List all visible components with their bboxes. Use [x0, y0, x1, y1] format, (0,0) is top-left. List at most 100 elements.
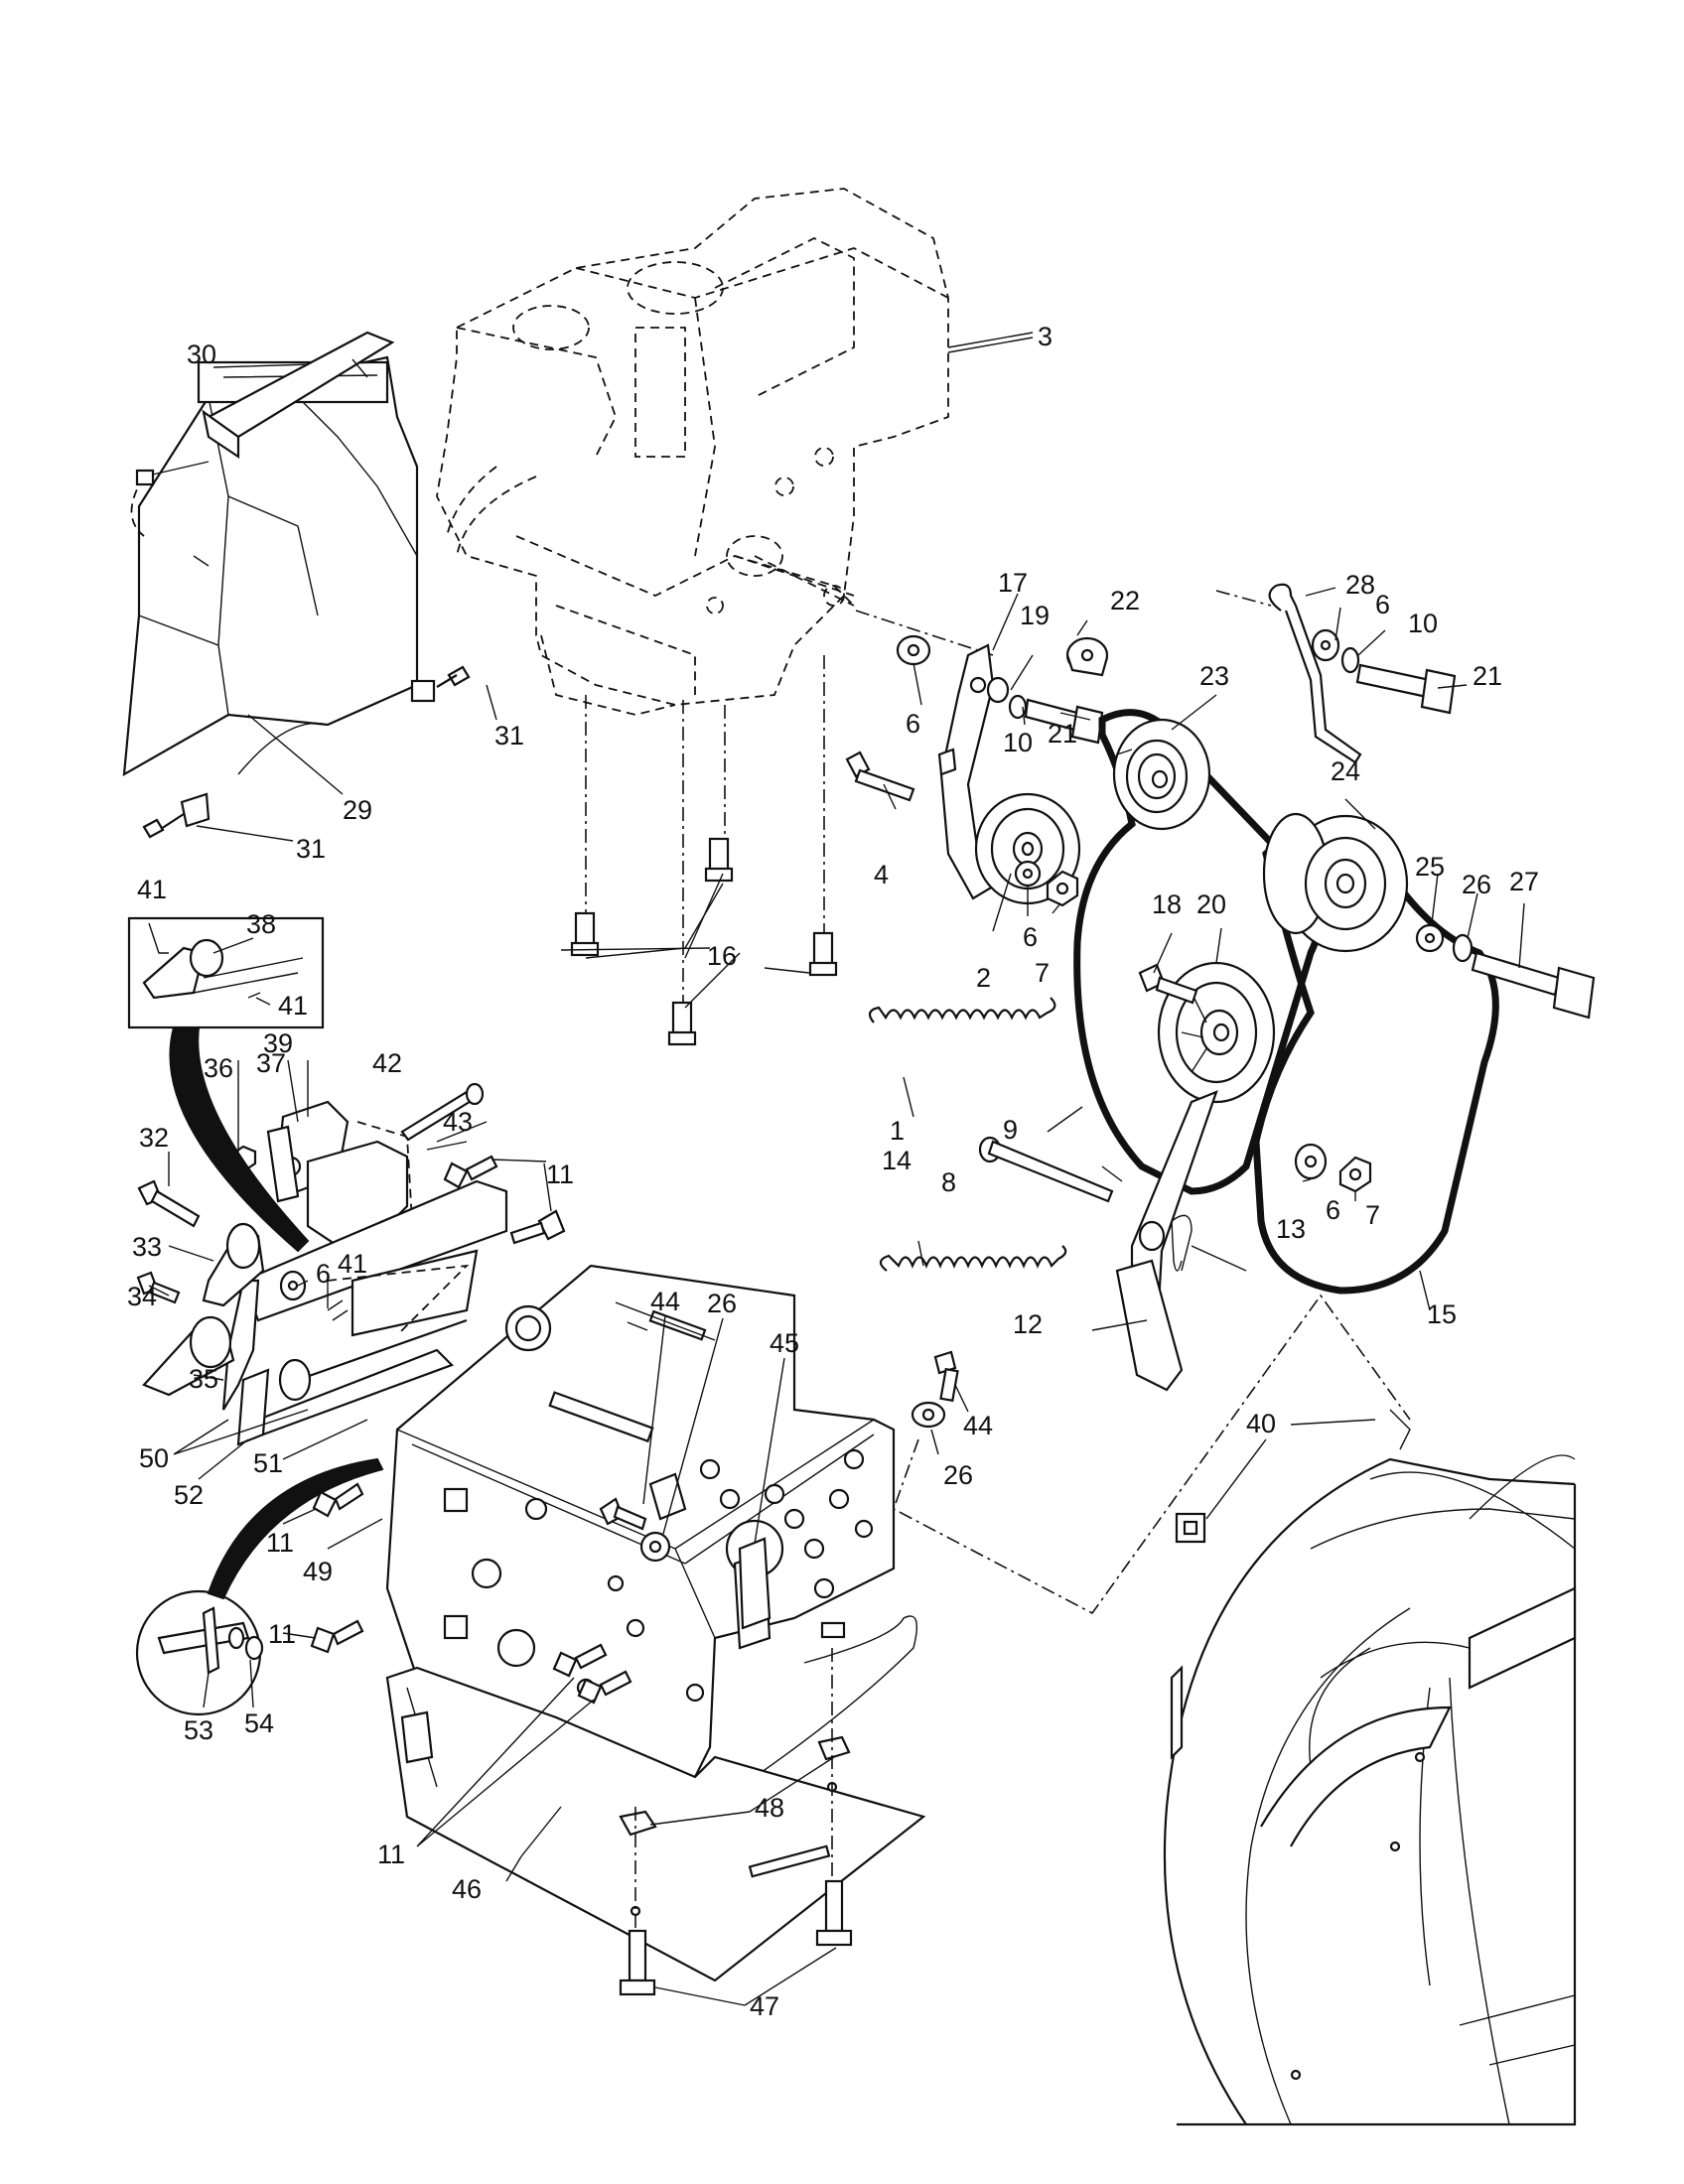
washer-part-25	[1415, 923, 1445, 953]
bolt-part-47	[619, 1879, 853, 1996]
callout-31-upper: 31	[494, 721, 524, 751]
callout-6-c: 6	[1326, 1195, 1340, 1225]
callout-22: 22	[1110, 586, 1140, 615]
detail-box-38	[127, 916, 325, 1253]
callout-14: 14	[882, 1146, 912, 1175]
callout-26-b: 26	[707, 1289, 737, 1318]
idler-bracket-part-17	[937, 643, 1000, 900]
callout-34: 34	[127, 1282, 157, 1311]
engine-mount-leader-lines	[585, 590, 1272, 1042]
callout-19: 19	[1020, 601, 1050, 630]
washer-part-6-a	[896, 634, 931, 666]
callout-29: 29	[343, 795, 372, 825]
callout-37: 37	[256, 1048, 286, 1078]
link-part-35	[142, 1315, 235, 1397]
clutch-dashed-line	[893, 1294, 1411, 1615]
callout-27: 27	[1509, 867, 1539, 896]
washer-part-26-b	[639, 1531, 671, 1563]
callout-9: 9	[1003, 1115, 1018, 1145]
callout-10-a: 10	[1003, 728, 1033, 757]
bolt-part-11-c	[312, 1482, 364, 1518]
callout-labels: 30 3 31 29 31 17 19 22 6 10 21 23 28 6 1…	[127, 322, 1539, 2021]
callout-23: 23	[1199, 661, 1229, 691]
idler-arm-part-12	[1115, 1090, 1218, 1392]
callout-18: 18	[1152, 889, 1182, 919]
screw-part-31-upper	[410, 665, 471, 703]
bolts-part-16	[570, 837, 838, 1046]
bolt-part-11-e	[552, 1643, 632, 1705]
callout-3: 3	[1038, 322, 1052, 351]
spring-part-14	[879, 1245, 1067, 1272]
callout-15: 15	[1427, 1299, 1457, 1329]
callout-26-c: 26	[943, 1460, 973, 1490]
leader-lines-plate	[634, 1648, 833, 1931]
callout-41-inset-b: 41	[278, 991, 308, 1021]
pin-part-41	[327, 1299, 349, 1321]
bracket-part-52	[236, 1368, 270, 1446]
pulley-part-23	[1112, 718, 1211, 831]
washer-part-6-b	[1014, 860, 1042, 887]
callout-40: 40	[1246, 1409, 1276, 1438]
callout-36: 36	[204, 1053, 233, 1083]
callout-12: 12	[1013, 1309, 1043, 1339]
detail-circle-53-54	[135, 1457, 384, 1716]
lockwasher-part-26-a	[1452, 933, 1474, 963]
bolt-part-11-d	[310, 1619, 364, 1654]
callout-10-b: 10	[1408, 609, 1438, 638]
callout-11-d: 11	[268, 1619, 296, 1649]
leader-lines-11	[416, 1677, 595, 1847]
callout-6-a: 6	[906, 709, 920, 739]
callout-7-a: 7	[1035, 958, 1050, 988]
callout-6-d: 6	[1375, 590, 1390, 619]
rod-part-28	[1268, 583, 1362, 764]
lockwasher-part-10-a	[1008, 694, 1028, 720]
callout-32: 32	[139, 1123, 169, 1153]
callout-31-lower: 31	[296, 834, 326, 864]
callout-21-a: 21	[1048, 719, 1077, 749]
spacer-part-22	[1065, 636, 1109, 677]
callout-11-e: 11	[377, 1840, 405, 1869]
callout-46: 46	[452, 1874, 482, 1904]
nut-part-7-b	[1338, 1156, 1372, 1193]
callout-44-b: 44	[963, 1411, 993, 1440]
shroud-part-29	[122, 355, 419, 777]
callout-8: 8	[941, 1167, 956, 1197]
callout-28: 28	[1345, 570, 1375, 600]
callout-11-a: 11	[546, 1160, 574, 1189]
lockwasher-part-10-b	[1340, 646, 1360, 674]
callout-13: 13	[1276, 1214, 1306, 1244]
callout-35: 35	[189, 1364, 218, 1394]
washer-part-26-c	[911, 1401, 946, 1429]
callout-6-b: 6	[1023, 922, 1038, 952]
callout-53: 53	[184, 1715, 213, 1745]
washer-part-6-e	[279, 1270, 307, 1301]
callout-20: 20	[1196, 889, 1226, 919]
bolt-part-32	[137, 1179, 201, 1228]
callout-42: 42	[372, 1048, 402, 1078]
engine-part-3	[436, 188, 1034, 716]
callout-48: 48	[755, 1793, 784, 1823]
bolt-part-21-a	[1024, 698, 1104, 745]
bracket-part-45	[738, 1537, 772, 1630]
callout-26-a: 26	[1462, 870, 1491, 899]
callout-7-b: 7	[1365, 1200, 1380, 1230]
shaft-assembly	[221, 1179, 508, 1436]
callout-21-b: 21	[1473, 661, 1502, 691]
callout-1: 1	[890, 1116, 905, 1146]
washer-part-6-c	[1294, 1143, 1328, 1180]
bolt-part-27	[1471, 951, 1596, 1020]
callout-45: 45	[770, 1328, 799, 1358]
callout-33: 33	[132, 1232, 162, 1262]
rod-part-42	[400, 1082, 485, 1142]
callout-52: 52	[174, 1480, 204, 1510]
auger-housing-inset	[1163, 1409, 1577, 2126]
washer-part-19	[986, 676, 1010, 704]
callout-16: 16	[707, 941, 737, 971]
pin-part-8	[978, 1136, 1114, 1203]
bracket-part-37	[266, 1125, 300, 1203]
callout-17: 17	[998, 568, 1028, 598]
bolt-part-18	[1138, 963, 1198, 1005]
callout-54: 54	[244, 1708, 274, 1738]
screw-part-31-lower	[142, 792, 210, 839]
bolt-part-11-b	[509, 1209, 566, 1245]
